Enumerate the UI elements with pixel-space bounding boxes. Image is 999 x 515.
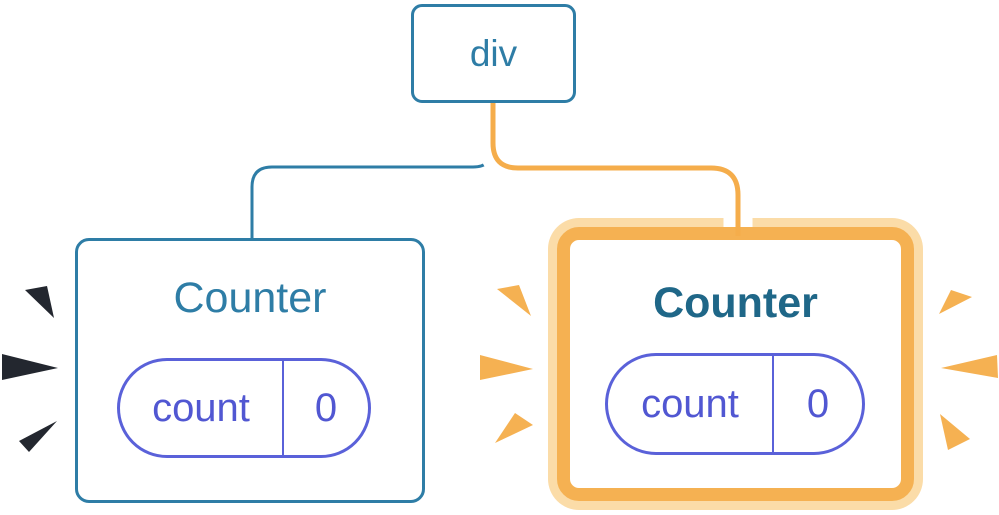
spark-icon — [941, 355, 998, 378]
state-name: count — [120, 361, 284, 455]
spark-icon — [25, 286, 54, 318]
connector-right — [490, 103, 741, 236]
root-node: div — [411, 4, 576, 103]
state-pill: count 0 — [117, 358, 371, 458]
counter-title: Counter — [173, 274, 327, 322]
counter-title: Counter — [653, 279, 818, 327]
spark-icon — [939, 290, 972, 314]
spark-icon — [495, 413, 533, 443]
spark-icon — [2, 354, 58, 380]
state-value: 0 — [314, 385, 338, 430]
counter-card-right-highlighted: Counter count 0 — [557, 227, 914, 501]
spark-icon — [497, 285, 531, 316]
connector-right-casing — [478, 103, 753, 227]
spark-icon — [19, 421, 57, 452]
state-value: 0 — [806, 381, 830, 426]
spark-icon — [480, 355, 533, 380]
counter-card-left: Counter count 0 — [75, 238, 425, 503]
connector-left — [250, 103, 495, 238]
spark-icon — [940, 414, 970, 450]
state-pill: count 0 — [605, 353, 865, 455]
root-node-label: div — [469, 32, 518, 74]
state-name: count — [608, 356, 774, 452]
